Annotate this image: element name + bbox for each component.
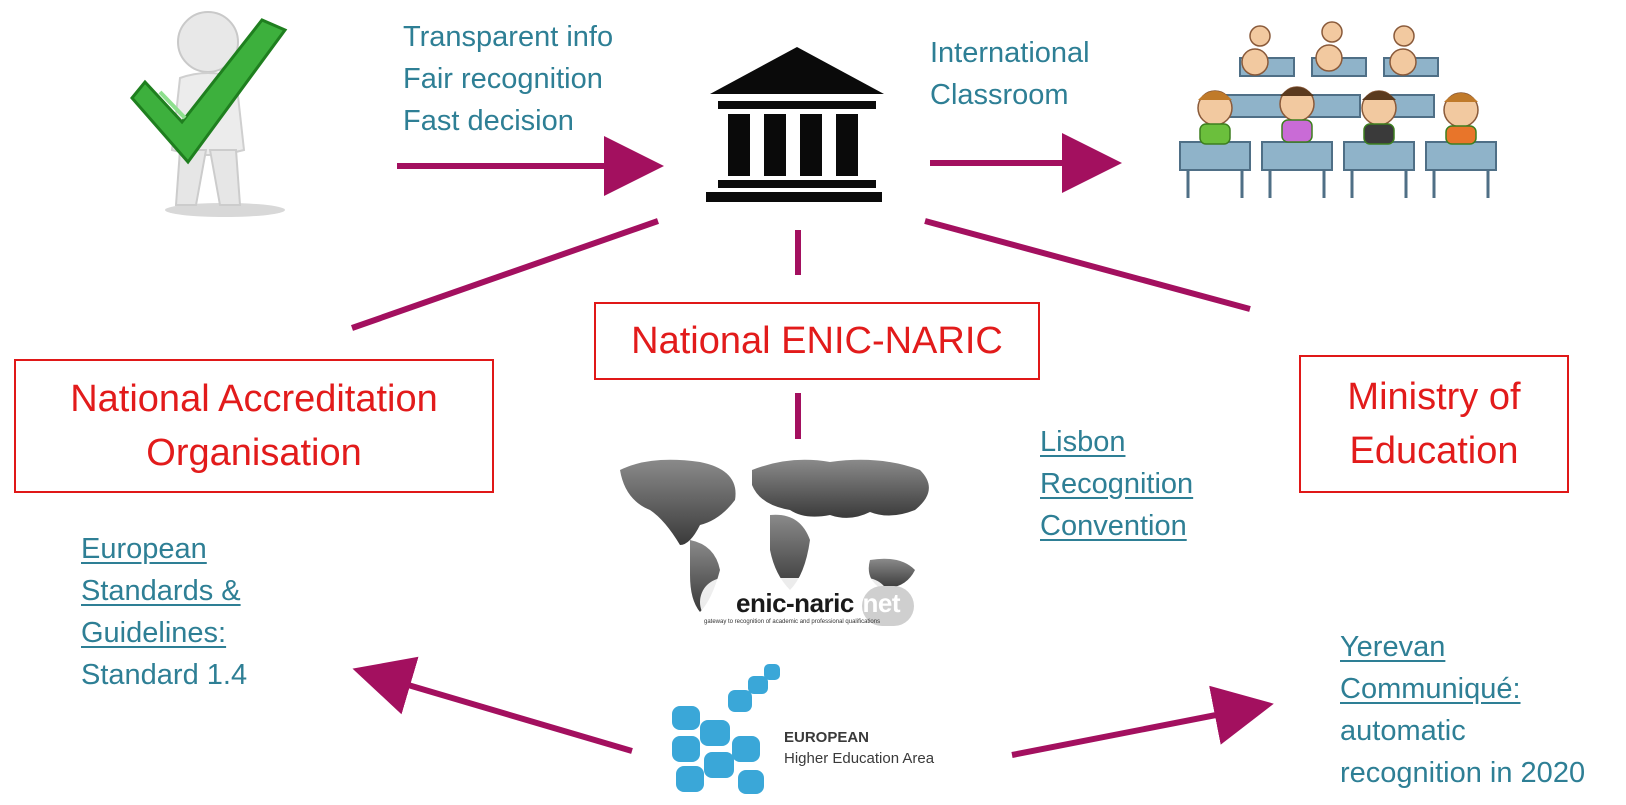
student-benefits-list: Transparent info Fair recognition Fast d… xyxy=(403,16,613,142)
esg-link-line1[interactable]: European xyxy=(81,533,207,565)
yerevan-plain-line1: automatic xyxy=(1340,715,1466,747)
ehea-logo-text: EUROPEAN Higher Education Area xyxy=(784,728,934,770)
esg-reference: European Standards & Guidelines: Standar… xyxy=(81,528,247,696)
ministry-line2: Education xyxy=(1349,430,1519,472)
benefit-transparent-info: Transparent info xyxy=(403,21,614,53)
accreditation-line1: National Accreditation xyxy=(70,378,438,420)
line-accreditation-to-institution xyxy=(351,218,659,331)
lisbon-line2[interactable]: Recognition xyxy=(1040,468,1194,500)
enic-naric-title: National ENIC-NARIC xyxy=(631,320,1003,362)
arrow-ehea-to-yerevan xyxy=(1011,685,1274,758)
esg-link-line2[interactable]: Standards & xyxy=(81,575,241,607)
ministry-box: Ministry of Education xyxy=(1299,355,1569,493)
benefit-fair-recognition: Fair recognition xyxy=(403,63,603,95)
lisbon-convention-link[interactable]: Lisbon Recognition Convention xyxy=(1040,421,1193,547)
connectors xyxy=(351,133,1274,758)
classroom-label-line2: Classroom xyxy=(930,79,1069,111)
line-ministry-to-institution xyxy=(924,218,1251,312)
ehea-line2: Higher Education Area xyxy=(784,750,935,767)
accreditation-box: National Accreditation Organisation xyxy=(14,359,494,493)
ministry-line1: Ministry of xyxy=(1347,376,1521,418)
world-map-icon xyxy=(620,459,929,626)
ehea-puzzle-logo-icon xyxy=(672,664,780,794)
enic-naric-wordmark: enic-naric xyxy=(736,588,854,618)
enic-naric-logo xyxy=(862,586,914,626)
enic-naric-box: National ENIC-NARIC xyxy=(594,302,1040,380)
ehea-line1: EUROPEAN xyxy=(784,729,870,746)
checkmark-figure-icon xyxy=(100,0,338,218)
classroom-children-icon xyxy=(1179,21,1497,198)
lisbon-line1[interactable]: Lisbon xyxy=(1040,426,1126,458)
accreditation-line2: Organisation xyxy=(146,432,362,474)
benefit-fast-decision: Fast decision xyxy=(403,105,574,137)
yerevan-plain-line2: recognition in 2020 xyxy=(1340,757,1586,789)
enic-naric-tagline: gateway to recognition of academic and p… xyxy=(704,619,880,625)
classroom-label: International Classroom xyxy=(930,32,1090,116)
enic-naric-logo-text: enic-naric.net xyxy=(736,588,901,619)
yerevan-reference: Yerevan Communiqué: automatic recognitio… xyxy=(1340,626,1585,794)
lisbon-line3[interactable]: Convention xyxy=(1040,510,1187,542)
esg-standard: Standard 1.4 xyxy=(81,659,248,691)
classroom-label-line1: International xyxy=(930,37,1090,69)
yerevan-link-line2[interactable]: Communiqué: xyxy=(1340,673,1521,705)
esg-link-line3[interactable]: Guidelines: xyxy=(81,617,227,649)
enic-naric-suffix: .net xyxy=(855,588,901,618)
yerevan-link-line1[interactable]: Yerevan xyxy=(1340,631,1446,663)
arrow-ehea-to-esg xyxy=(352,656,633,754)
institution-building-icon xyxy=(706,47,884,202)
enic-naric-tagline-text: gateway to recognition of academic and p… xyxy=(704,619,881,625)
